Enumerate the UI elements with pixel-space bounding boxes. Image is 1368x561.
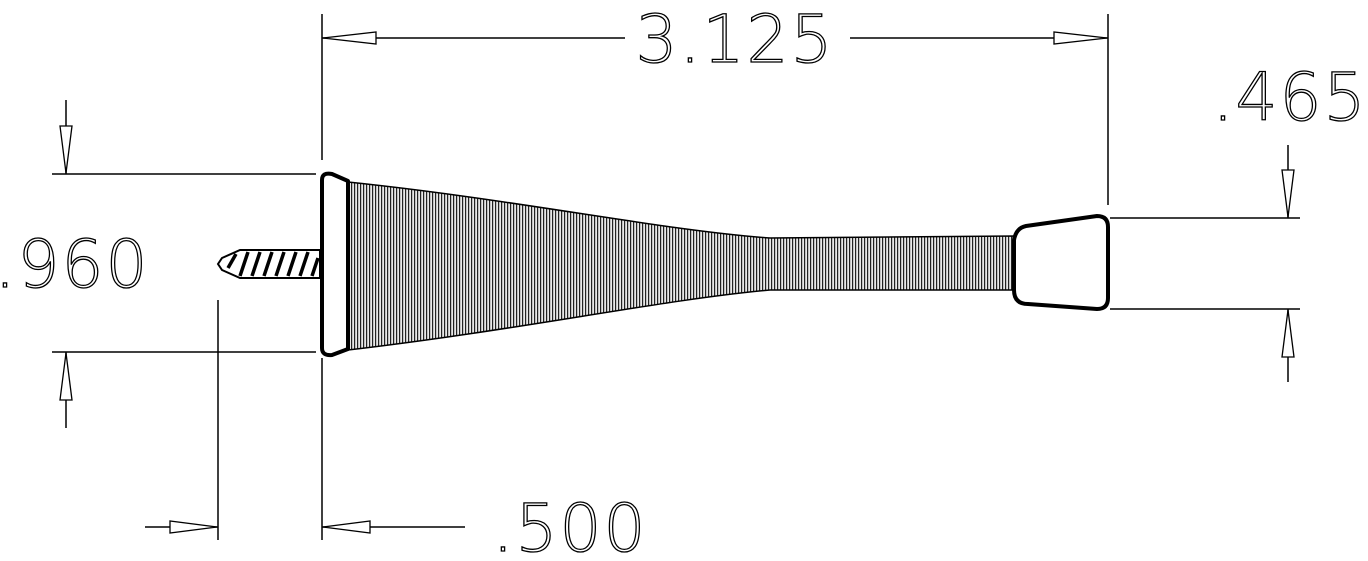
base-height-label: .960 [0,226,149,303]
dimension-arrowhead [322,31,377,45]
tip-height-label: .465 [1213,59,1368,136]
spring-body [347,181,1016,351]
overall-length-label: 3.125 [636,1,835,78]
threaded-screw-icon [216,249,321,279]
screw-length-label: .500 [493,490,648,561]
dimension-arrowhead [169,520,218,534]
dimension-arrowhead [1281,169,1295,218]
overall-length-dimension: 3.125 [321,0,1109,205]
dimension-arrowhead [59,352,73,401]
door-stop-part [216,171,1110,358]
dimension-arrowhead [59,125,73,174]
dimension-arrowhead [1281,309,1295,358]
screw-length-dimension: .500 [145,300,648,561]
tip-height-dimension: .465 [1110,58,1368,382]
base-height-dimension: .960 [0,100,316,428]
dimension-arrowhead [322,520,371,534]
base-flange [320,171,350,358]
rubber-tip [1012,214,1110,311]
dimension-arrowhead [1053,31,1108,45]
